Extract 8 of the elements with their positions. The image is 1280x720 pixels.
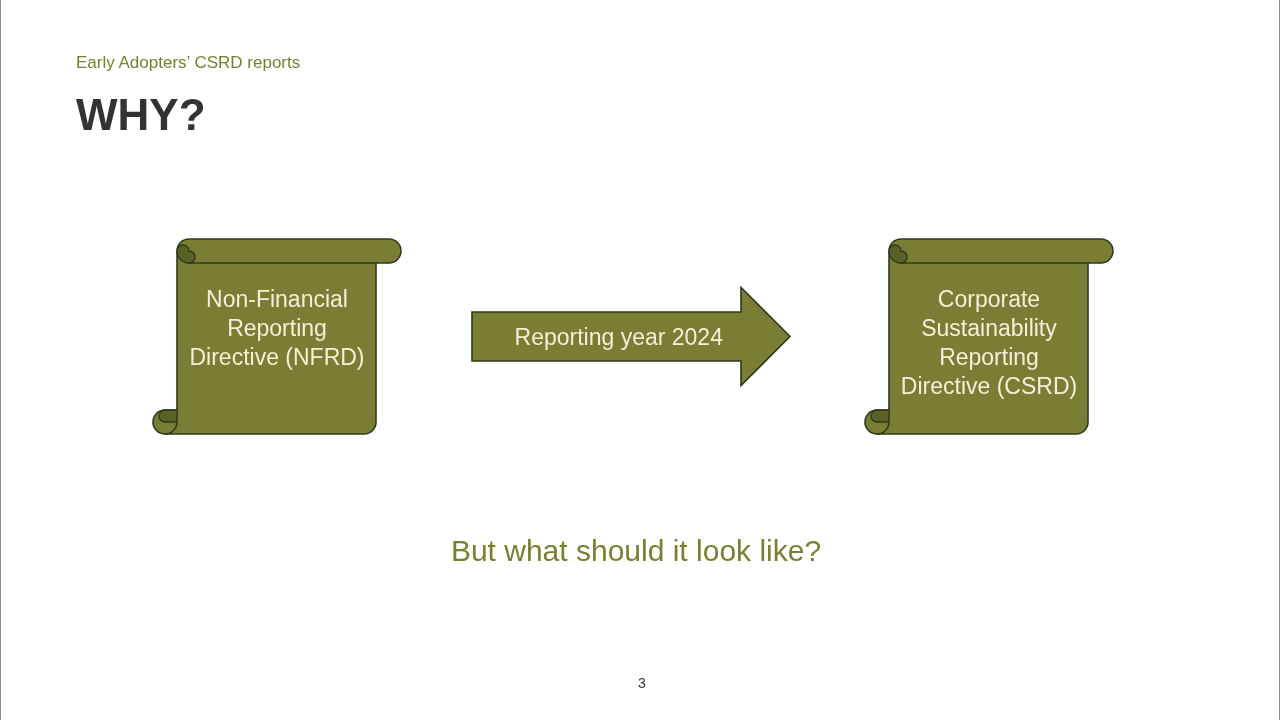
node-text: Corporate Sustainability Reporting Directive (CSRD)	[899, 285, 1079, 401]
block-arrow	[471, 285, 792, 388]
question-text: But what should it look like?	[450, 533, 822, 569]
node-text: Non-Financial Reporting Directive (NFRD)	[188, 285, 366, 372]
edge-label: Reporting year 2024	[514, 322, 723, 351]
slide-subtitle: Early Adopters’ CSRD reports	[76, 53, 301, 73]
page-number: 3	[638, 675, 646, 691]
slide-title: WHY?	[76, 93, 206, 137]
